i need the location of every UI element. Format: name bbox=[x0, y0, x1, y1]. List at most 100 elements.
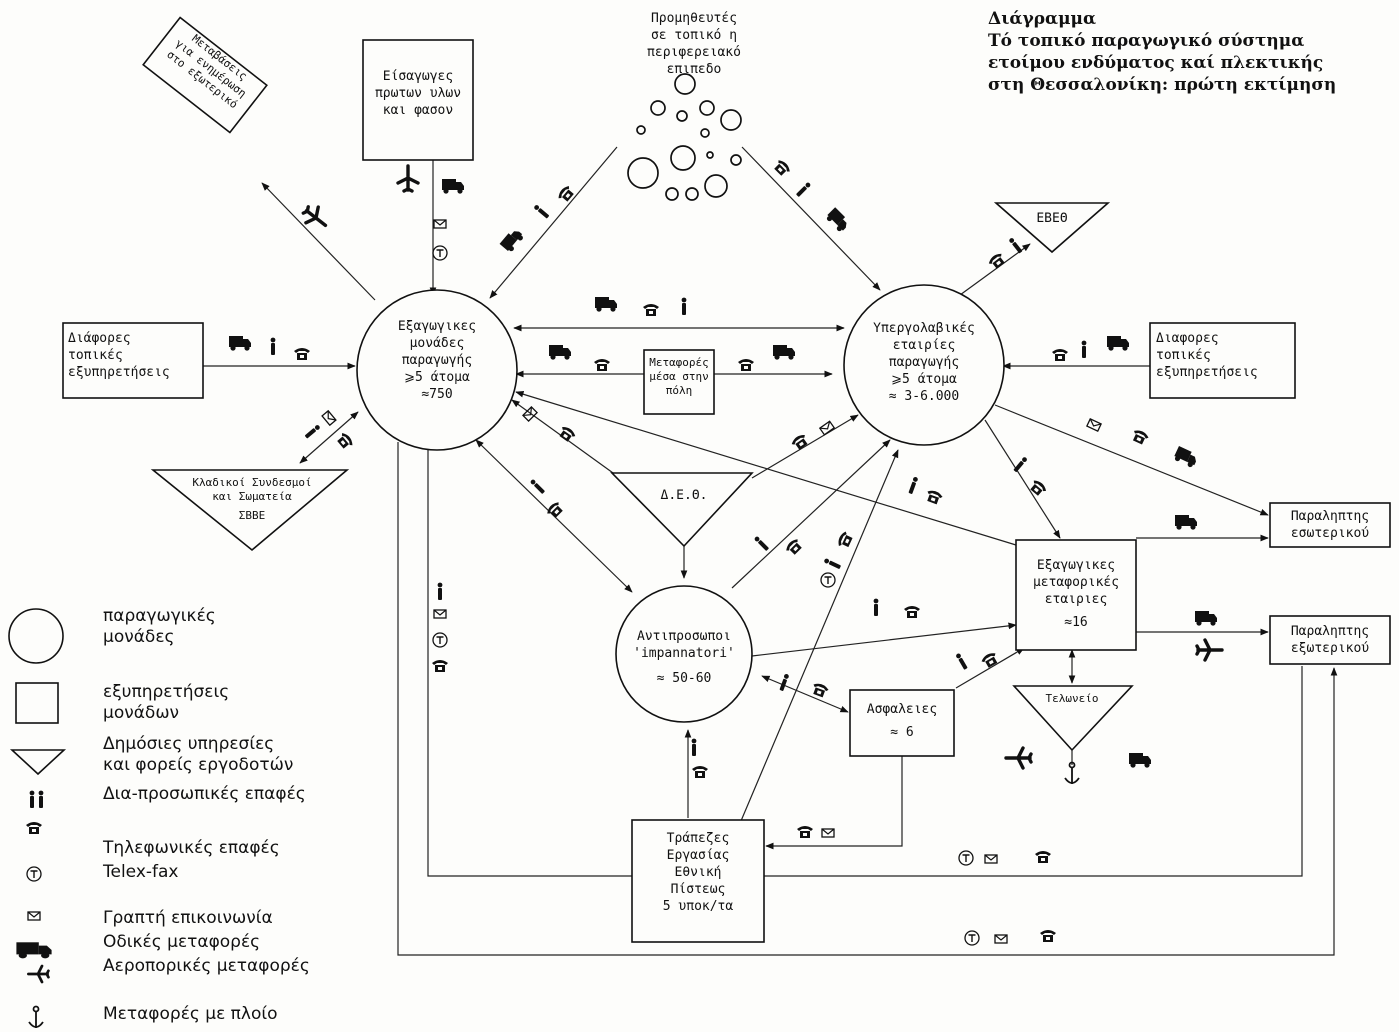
title-line: Τό τοπικό παραγωγικό σύστημα bbox=[988, 31, 1305, 51]
person-icon bbox=[1008, 237, 1023, 254]
truck-icon bbox=[1172, 446, 1199, 469]
telephone-icon bbox=[335, 431, 355, 451]
telephone-icon bbox=[924, 488, 944, 506]
edge-subcontract-evetho bbox=[959, 243, 1031, 296]
person-icon bbox=[691, 738, 697, 756]
person-icon bbox=[753, 535, 770, 552]
truck-icon bbox=[1175, 515, 1197, 530]
airplane-icon bbox=[1195, 638, 1224, 662]
export-transport-box bbox=[1015, 539, 1137, 651]
legend-item-road: Οδικές μεταφορές bbox=[103, 932, 261, 952]
letter-icon bbox=[819, 420, 835, 436]
edge-repr-subcontract bbox=[731, 439, 891, 589]
associations-triangle bbox=[150, 469, 350, 552]
promotion-box bbox=[142, 16, 268, 134]
legend-item-personal-contacts: Δια-προσωπικές επαφές bbox=[103, 784, 306, 804]
truck-icon bbox=[1107, 336, 1129, 351]
telephone-icon bbox=[1035, 851, 1051, 863]
imports-box bbox=[362, 39, 474, 161]
truck-icon bbox=[824, 207, 851, 234]
edge-foreign-banks bbox=[764, 666, 1303, 877]
title-line: Διάγραμμα bbox=[988, 9, 1097, 29]
local-services-left-box bbox=[62, 322, 204, 399]
export-units-circle bbox=[356, 289, 518, 451]
letter-icon bbox=[321, 410, 337, 426]
suppliers-circles bbox=[627, 73, 742, 201]
letter-icon bbox=[433, 219, 447, 229]
edge-export-exporttransport bbox=[515, 390, 1017, 546]
banks-box bbox=[631, 819, 765, 943]
telex-icon bbox=[432, 632, 448, 648]
telephone-icon bbox=[294, 348, 310, 360]
legend-symbols bbox=[8, 608, 67, 1028]
letter-icon bbox=[821, 828, 835, 838]
truck-icon bbox=[442, 179, 464, 194]
person-icon bbox=[533, 204, 550, 219]
truck-icon bbox=[1195, 611, 1217, 626]
edge-deth-subcontract bbox=[751, 414, 859, 479]
telephone-icon bbox=[790, 432, 810, 452]
edge-export-foreign-loop bbox=[397, 442, 1338, 956]
local-services-right-box bbox=[1149, 322, 1296, 399]
person-icon bbox=[795, 181, 812, 198]
airplane-icon bbox=[396, 164, 420, 193]
subcontractors-circle bbox=[843, 284, 1005, 446]
person-icon bbox=[873, 598, 879, 616]
telephone-icon bbox=[904, 606, 920, 618]
evetho-triangle bbox=[993, 202, 1111, 254]
edge-subcontract-domestic bbox=[994, 404, 1269, 516]
person-icon bbox=[270, 337, 276, 355]
node-shapes bbox=[62, 16, 1391, 943]
edge-insurance-exporttransport bbox=[955, 647, 1025, 689]
flow-icons bbox=[229, 158, 1224, 946]
telephone-icon bbox=[772, 158, 792, 178]
edge-subcontract-exporttransport bbox=[984, 419, 1061, 539]
telex-icon bbox=[958, 850, 974, 866]
letter-icon bbox=[1086, 418, 1102, 432]
letter-icon bbox=[984, 854, 998, 864]
telephone-icon bbox=[643, 304, 659, 316]
telephone-icon bbox=[738, 359, 754, 371]
diagram-title: Διάγραμμα Τό τοπικό παραγωγικό σύστημα ε… bbox=[988, 8, 1393, 96]
person-icon bbox=[823, 557, 842, 570]
truck-icon bbox=[549, 345, 571, 360]
evetho-label: ΕΒΕΘ bbox=[1036, 211, 1068, 226]
square-icon bbox=[15, 682, 59, 724]
telephone-icon bbox=[1052, 349, 1068, 361]
person-icon bbox=[304, 424, 321, 439]
telephone-icon bbox=[1040, 930, 1056, 942]
telephone-icon bbox=[1028, 478, 1048, 498]
airplane-icon bbox=[297, 200, 334, 235]
telephone-icon bbox=[594, 359, 610, 371]
truck-icon bbox=[499, 227, 525, 254]
deth-label: Δ.Ε.Θ. bbox=[660, 488, 708, 503]
triangle-icon bbox=[9, 749, 67, 776]
legend-item-air: Αεροπορικές μεταφορές bbox=[103, 956, 310, 976]
telephone-icon bbox=[836, 530, 854, 550]
person-icon bbox=[779, 673, 790, 692]
person-icon bbox=[1013, 456, 1028, 473]
telephone-icon bbox=[692, 766, 708, 778]
telephone-icon bbox=[784, 537, 804, 557]
edge-export-promotion bbox=[261, 182, 376, 301]
person-icon bbox=[437, 582, 443, 600]
person-icon bbox=[1081, 340, 1087, 358]
telephone-icon bbox=[797, 826, 813, 838]
insurance-label: Ασφαλειες≈ 6 bbox=[866, 702, 938, 740]
person-icon bbox=[529, 478, 546, 495]
representatives-circle bbox=[615, 585, 753, 723]
